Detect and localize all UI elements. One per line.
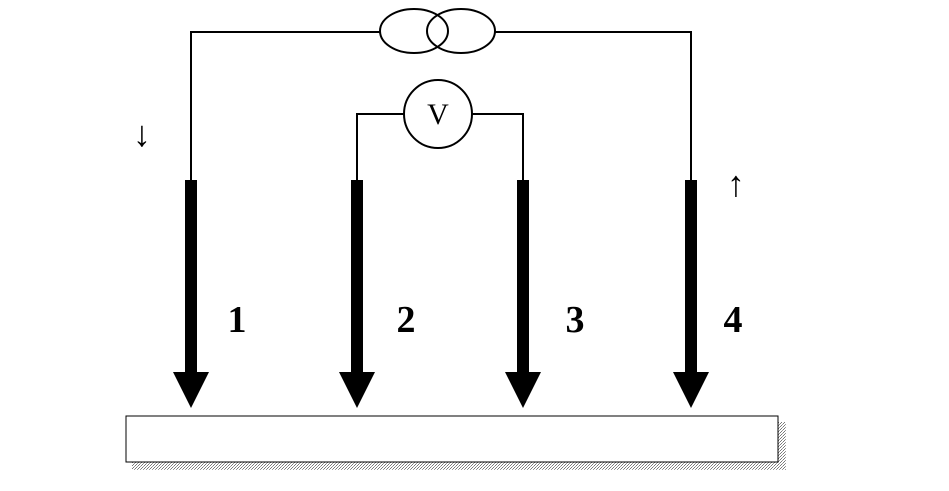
probe-3-tip-icon xyxy=(505,372,541,408)
voltmeter-label: V xyxy=(427,98,449,131)
sample-slab xyxy=(125,415,786,470)
probe-4-shaft xyxy=(685,180,697,374)
probe-1 xyxy=(173,180,209,408)
probe-1-label: 1 xyxy=(228,299,247,341)
probe-1-tip-icon xyxy=(173,372,209,408)
probe-4 xyxy=(673,180,709,408)
probe-3-shaft xyxy=(517,180,529,374)
probe-3-label: 3 xyxy=(566,299,585,341)
voltmeter-icon xyxy=(403,79,473,149)
current-in-arrow-icon: ↓ xyxy=(133,114,151,154)
sample-slab-body xyxy=(125,415,779,463)
current-out-arrow-icon: ↑ xyxy=(727,164,745,204)
probe-2-tip-icon xyxy=(339,372,375,408)
probe-1-shaft xyxy=(185,180,197,374)
probe-2-shaft xyxy=(351,180,363,374)
probe-2 xyxy=(339,180,375,408)
probe-3 xyxy=(505,180,541,408)
probe-4-label: 4 xyxy=(724,299,743,341)
probe-4-tip-icon xyxy=(673,372,709,408)
current-source-icon xyxy=(379,8,496,54)
voltmeter-circuit-wire xyxy=(356,113,524,182)
probe-2-label: 2 xyxy=(397,299,416,341)
current-circuit-wire xyxy=(190,31,692,182)
voltmeter: V xyxy=(403,79,473,149)
